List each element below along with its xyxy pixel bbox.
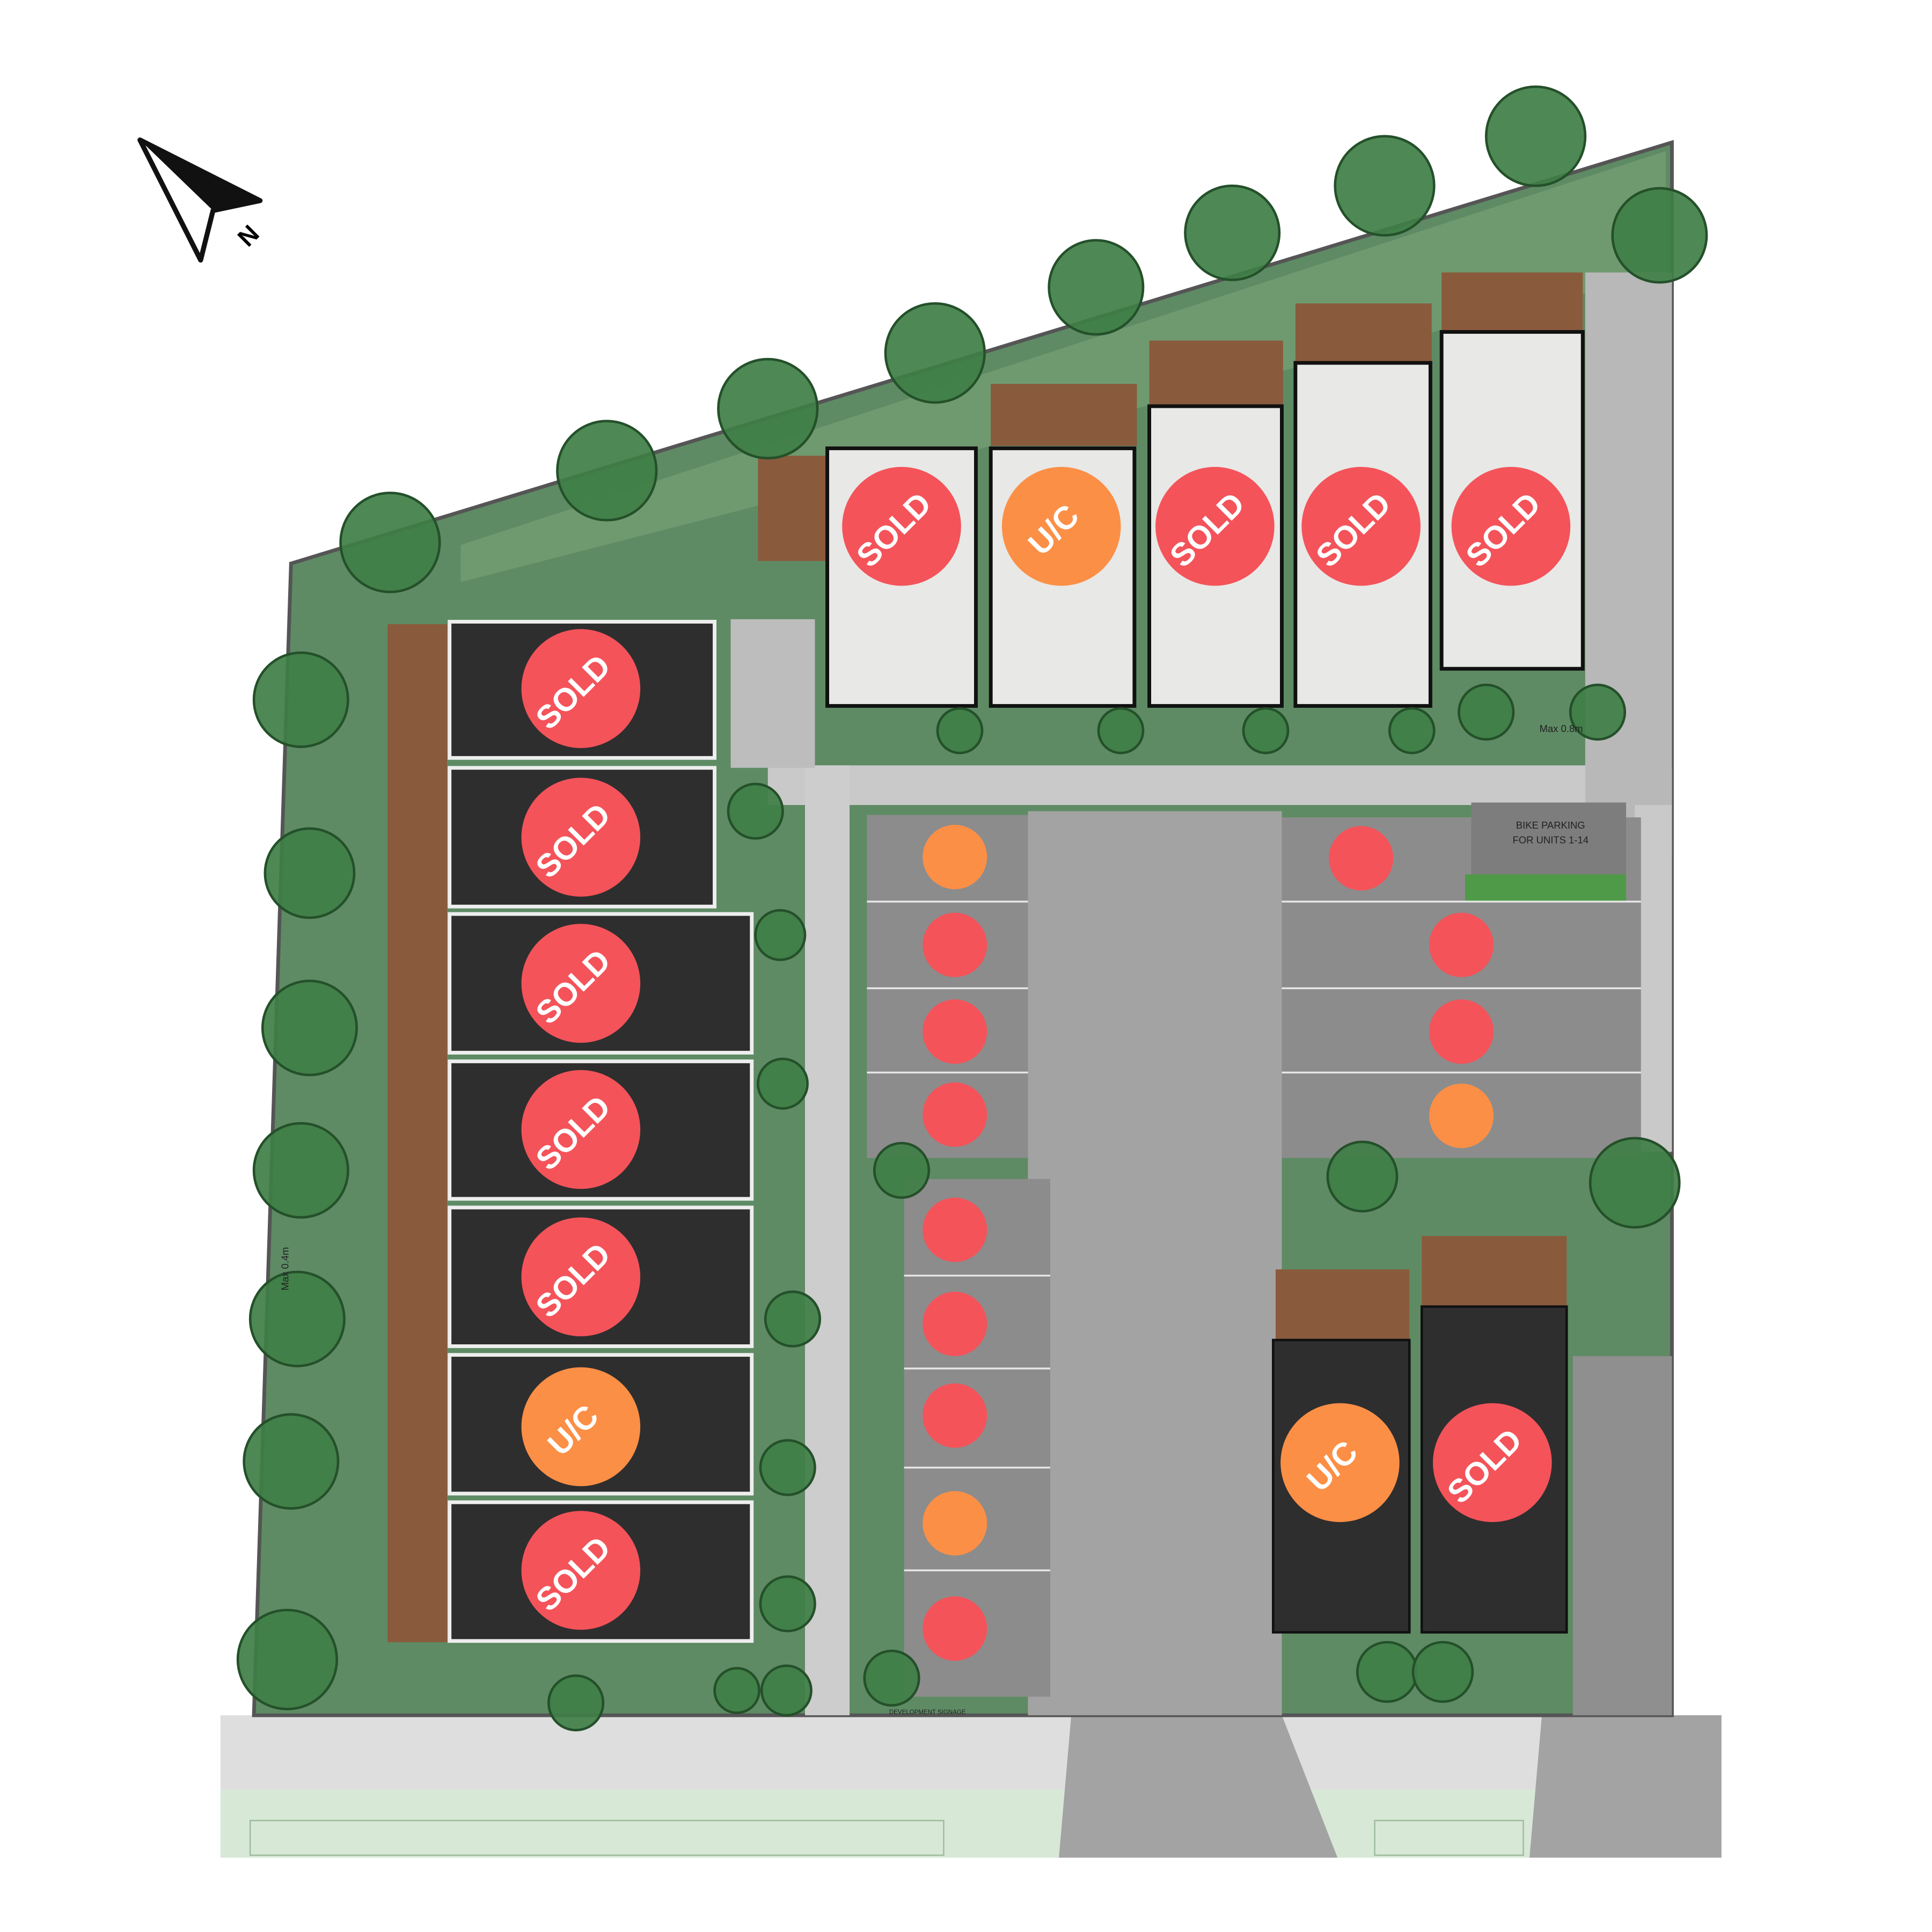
parking-status-right: [1329, 826, 1494, 1148]
parking-bay-lines: [867, 901, 1641, 1571]
unit-badge[interactable]: SOLD: [521, 924, 641, 1043]
driveway-crossover: [1059, 1715, 1338, 1858]
parking-space-status[interactable]: [923, 1491, 987, 1556]
north-label: N: [232, 219, 264, 252]
footpath: [220, 1715, 1722, 1790]
tree-icon: [1484, 85, 1587, 187]
decks-left: [387, 624, 448, 1642]
unit-badge[interactable]: SOLD: [521, 629, 641, 748]
driveway-crossover-right: [1529, 1715, 1722, 1858]
tree-icon: [1242, 707, 1290, 755]
parking-space-status[interactable]: [923, 999, 987, 1064]
tree-icon: [1569, 683, 1626, 741]
unit-badge[interactable]: U/C: [1001, 467, 1121, 586]
tree-icon: [1611, 187, 1708, 284]
paved-walkway-top: [730, 619, 815, 768]
tree-icon: [764, 1290, 821, 1348]
tree-icon: [757, 1057, 809, 1110]
parking-space-status[interactable]: [1429, 1084, 1494, 1148]
unit-badge[interactable]: SOLD: [1155, 467, 1275, 586]
unit-badge[interactable]: SOLD: [521, 1511, 641, 1630]
tree-icon: [717, 357, 819, 460]
paved-walkway-horizontal: [767, 765, 1672, 805]
unit-badge[interactable]: SOLD: [842, 467, 961, 586]
tree-icon: [1334, 135, 1436, 237]
tree-icon: [1048, 239, 1145, 336]
tree-icon: [1184, 184, 1281, 281]
tree-icon: [1589, 1137, 1681, 1229]
parking-space-status[interactable]: [1329, 826, 1394, 891]
fence-height-label-left: Max 0.4m: [280, 1247, 291, 1291]
tree-icon: [759, 1439, 816, 1496]
tree-icon: [1356, 1641, 1418, 1703]
parking-space-status[interactable]: [923, 912, 987, 977]
bike-parking-area: [1471, 802, 1626, 875]
bike-parking-label-2: FOR UNITS 1-14: [1512, 835, 1589, 846]
parking-space-status[interactable]: [923, 1291, 987, 1356]
tree-icon: [884, 302, 986, 404]
parking-space-status[interactable]: [923, 1383, 987, 1448]
unit-badge[interactable]: U/C: [521, 1367, 641, 1487]
tree-icon: [1326, 1140, 1399, 1213]
tree-icon: [754, 909, 807, 961]
nature-strip: [220, 1789, 1722, 1858]
decks-right: [1275, 1236, 1567, 1340]
tree-icon: [727, 782, 784, 840]
unit-badge[interactable]: SOLD: [1433, 1403, 1552, 1523]
fence-height-label-top: Max 0.8m: [1539, 723, 1583, 734]
unit-badges-right: U/C SOLD: [1280, 1403, 1552, 1523]
tree-icon: [556, 420, 658, 522]
parking-space-status[interactable]: [923, 1596, 987, 1661]
tree-icon: [339, 492, 441, 594]
tree-icon: [261, 979, 358, 1077]
north-arrow-shade: [140, 140, 260, 211]
tree-icon: [713, 1667, 760, 1714]
unit-badge[interactable]: SOLD: [521, 778, 641, 897]
tree-icon: [1097, 707, 1145, 755]
parking-status-left: [923, 824, 987, 1661]
bike-parking-label: BIKE PARKING: [1516, 819, 1585, 831]
nature-strip-panels: [249, 1820, 1524, 1856]
decks-top: [758, 272, 1583, 561]
tree-icon: [863, 1649, 920, 1707]
carport-right: [1572, 1356, 1672, 1716]
unit-badge[interactable]: SOLD: [521, 1070, 641, 1189]
parking-space-status[interactable]: [923, 1197, 987, 1262]
tree-icon: [243, 1413, 340, 1510]
parking-space-status[interactable]: [923, 824, 987, 889]
tree-icon: [547, 1674, 605, 1732]
paved-walkway-vertical: [805, 765, 850, 1716]
tree-icon: [760, 1664, 813, 1717]
trees: [236, 85, 1708, 1732]
north-arrow: N: [137, 137, 265, 263]
parking-space-status[interactable]: [1429, 999, 1494, 1064]
unit-badge[interactable]: SOLD: [521, 1217, 641, 1336]
central-driveway: [1028, 811, 1282, 1716]
tree-icon: [1411, 1641, 1474, 1703]
garden-bed: [1465, 874, 1626, 902]
tree-icon: [264, 827, 356, 919]
unit-badges-top: SOLD U/C SOLD SOLD SOLD: [842, 467, 1571, 586]
paved-walkway-right: [1585, 272, 1672, 855]
tree-icon: [873, 1141, 931, 1199]
unit-badge[interactable]: U/C: [1280, 1403, 1400, 1523]
tree-icon: [936, 707, 984, 755]
tree-icon: [759, 1575, 816, 1633]
unit-badge[interactable]: SOLD: [1451, 467, 1571, 586]
tree-icon: [1388, 707, 1436, 755]
tree-icon: [252, 1122, 349, 1219]
tree-icon: [236, 1608, 338, 1710]
parking-space-status[interactable]: [1429, 912, 1494, 977]
tree-icon: [252, 651, 349, 748]
tree-icon: [248, 1270, 346, 1367]
tree-icon: [1458, 683, 1515, 741]
parking-space-status[interactable]: [923, 1082, 987, 1147]
unit-badge[interactable]: SOLD: [1301, 467, 1421, 586]
signage-label: DEVELOPMENT SIGNAGE: [889, 1709, 966, 1716]
unit-badges-left: SOLD SOLD SOLD SOLD SOLD U/C SOLD: [521, 629, 641, 1630]
